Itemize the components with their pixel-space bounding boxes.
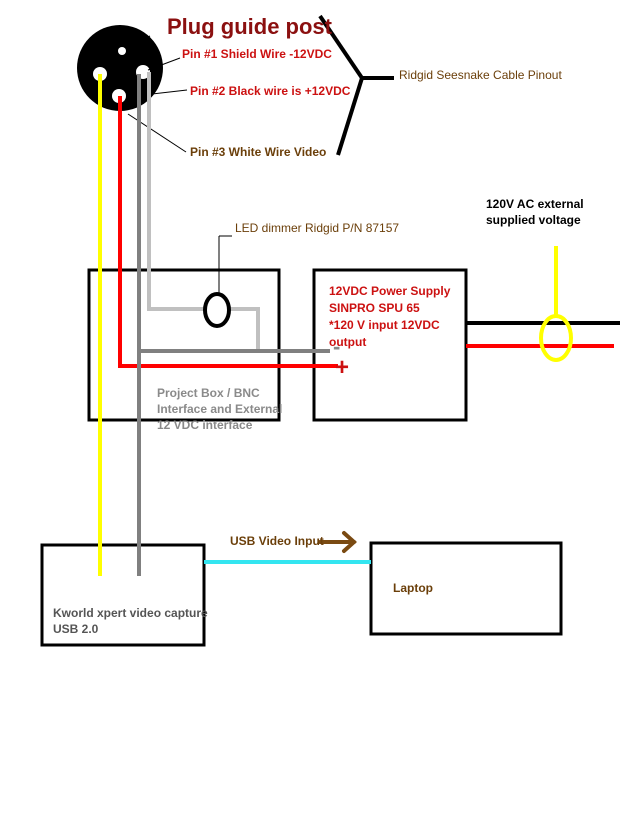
plug-title: Plug guide post <box>167 14 332 39</box>
pin-pointers <box>125 35 232 293</box>
right-arrow-icon <box>318 531 357 553</box>
psu-label-line4: output <box>329 335 367 349</box>
psu-label-line3: *120 V input 12VDC <box>329 318 440 332</box>
pin3-label: Pin #3 White Wire Video <box>190 145 327 159</box>
psu-label-line2: SINPRO SPU 65 <box>329 301 420 315</box>
project-box-label-line1: Project Box / BNC <box>157 386 260 400</box>
cable-pinout-label: Ridgid Seesnake Cable Pinout <box>399 68 562 82</box>
project-box-label-line2: Interface and External <box>157 402 283 416</box>
usb-input-label: USB Video Input <box>230 534 324 548</box>
psu-label-line1: 12VDC Power Supply <box>329 284 451 298</box>
project-box <box>87 268 281 422</box>
laptop-label: Laptop <box>393 581 433 595</box>
ac-label-line1: 120V AC external <box>486 197 584 211</box>
led-dimmer-icon <box>203 292 231 328</box>
project-box-label-line3: 12 VDC interface <box>157 418 253 432</box>
led-dimmer-label: LED dimmer Ridgid P/N 87157 <box>235 221 400 235</box>
laptop-box <box>369 541 563 636</box>
pin2-label: Pin #2 Black wire is +12VDC <box>190 84 351 98</box>
guide-post-hole <box>118 47 126 55</box>
pin1-label: Pin #1 Shield Wire -12VDC <box>182 47 332 61</box>
plus-terminal-label: + <box>335 354 350 381</box>
capture-device-label-line1: Kworld xpert video capture <box>53 606 208 620</box>
capture-device-label-line2: USB 2.0 <box>53 622 99 636</box>
red-positive-wire <box>118 96 338 368</box>
minus-terminal-label: - <box>333 334 341 359</box>
capture-device-box <box>40 543 206 647</box>
ac-label-line2: supplied voltage <box>486 213 581 227</box>
cable-end-icon <box>318 14 394 156</box>
